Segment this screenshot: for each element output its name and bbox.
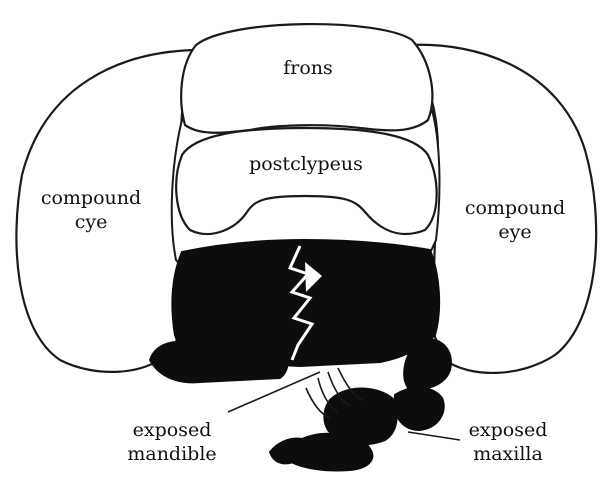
- postclypeus-label-text: postclypeus: [238, 152, 374, 176]
- exposed-maxilla-line1: exposed: [452, 418, 564, 442]
- maxilla-palp-segment-2: [395, 388, 444, 430]
- left-mandible-lobe: [150, 342, 288, 383]
- exposed-mandible-label: exposed mandible: [112, 418, 232, 466]
- exposed-mandible-line1: exposed: [112, 418, 232, 442]
- right-compound-eye-line1: compound: [456, 196, 574, 220]
- exposed-maxilla-label: exposed maxilla: [452, 418, 564, 466]
- exposed-maxilla-line2: maxilla: [452, 442, 564, 466]
- postclypeus-label: postclypeus: [238, 152, 374, 176]
- left-compound-eye-label: compound cye: [32, 186, 150, 234]
- exposed-mandible-line2: mandible: [112, 442, 232, 466]
- right-compound-eye-line2: eye: [456, 220, 574, 244]
- frons-label-text: frons: [272, 56, 344, 80]
- frons-label: frons: [272, 56, 344, 80]
- left-compound-eye-line1: compound: [32, 186, 150, 210]
- left-compound-eye-line2: cye: [32, 210, 150, 234]
- right-compound-eye-label: compound eye: [456, 196, 574, 244]
